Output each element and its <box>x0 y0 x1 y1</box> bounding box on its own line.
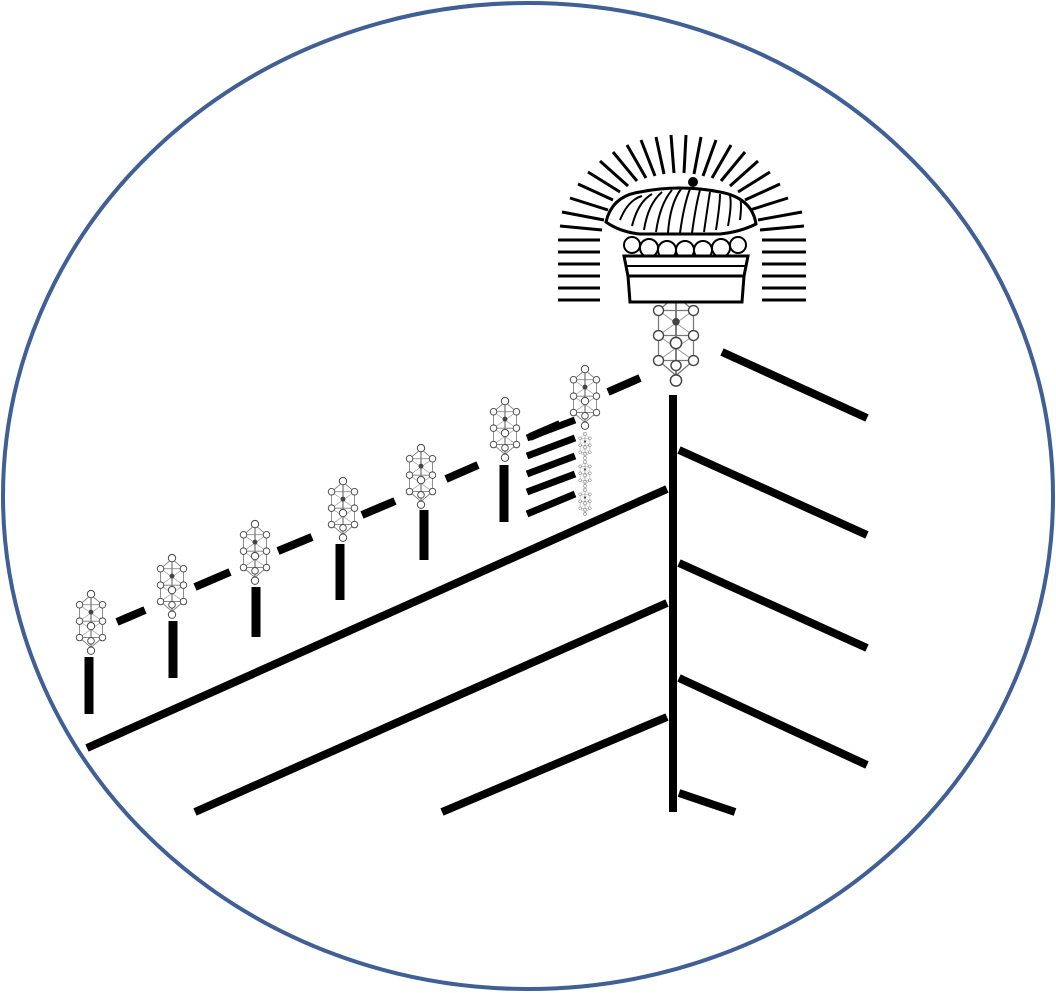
left-slope-line-1 <box>85 485 669 752</box>
structure-lines <box>85 348 869 816</box>
right-slope-line-2 <box>677 446 869 539</box>
right-slope-line-3 <box>677 559 869 652</box>
radiating-rays-icon <box>558 134 806 302</box>
posts <box>84 465 509 714</box>
right-slope-line-5 <box>677 789 737 816</box>
right-slope-line-1 <box>720 348 869 422</box>
left-slope-line-3 <box>440 713 669 816</box>
stacked-bars <box>525 416 577 518</box>
crown-icon <box>604 177 758 304</box>
right-slope-line-4 <box>677 674 869 769</box>
left-slope-line-2 <box>193 599 669 816</box>
